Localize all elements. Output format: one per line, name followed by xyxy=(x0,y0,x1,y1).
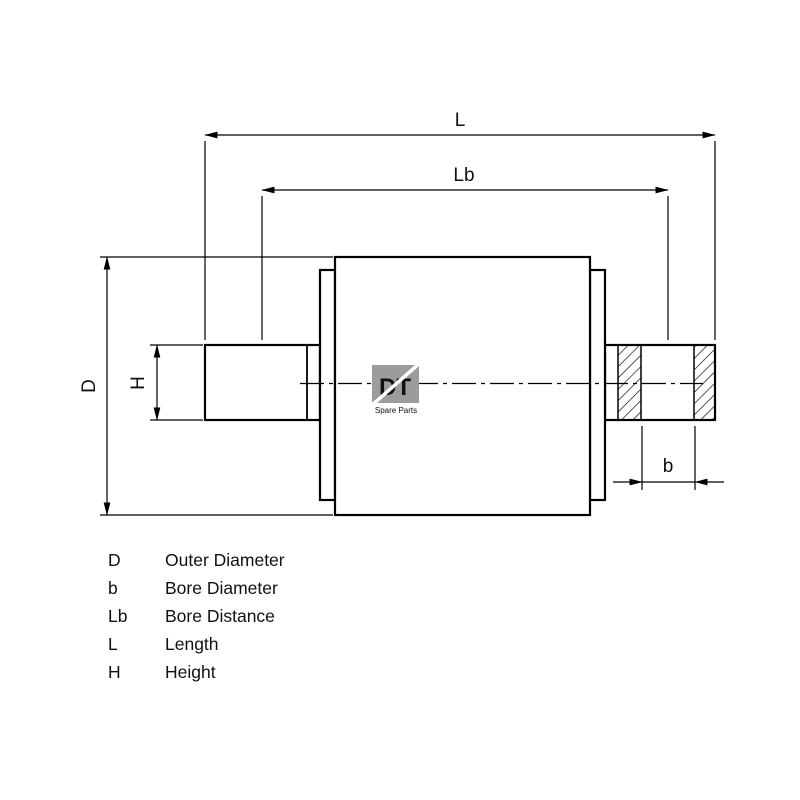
dimension-L xyxy=(204,131,716,340)
legend-label: Bore Diameter xyxy=(165,578,278,598)
dimension-label-L: L xyxy=(455,110,466,131)
dimension-label-Lb: Lb xyxy=(453,165,474,186)
legend-symbol: H xyxy=(108,662,121,682)
dimension-label-H: H xyxy=(128,376,149,390)
dimension-D xyxy=(100,256,333,516)
legend-label: Bore Distance xyxy=(165,606,275,626)
legend-label: Length xyxy=(165,634,219,654)
left-flange xyxy=(318,268,337,502)
dimension-Lb xyxy=(261,186,669,340)
legend-row-b: b Bore Diameter xyxy=(108,574,285,602)
legend-symbol: b xyxy=(108,578,118,598)
dimension-H xyxy=(150,344,203,421)
legend-symbol: Lb xyxy=(108,606,128,626)
legend: D Outer Diameter b Bore Diameter Lb Bore… xyxy=(108,546,285,686)
dt-logo-subtext: Spare Parts xyxy=(375,406,417,415)
legend-label: Height xyxy=(165,662,216,682)
dimension-label-b: b xyxy=(663,456,674,477)
dt-logo: DT Spare Parts xyxy=(369,360,423,415)
legend-row-L: L Length xyxy=(108,630,285,658)
right-flange xyxy=(588,268,607,502)
hatch-region-left xyxy=(617,344,642,421)
legend-row-Lb: Lb Bore Distance xyxy=(108,602,285,630)
dt-logo-slash xyxy=(369,360,423,408)
legend-symbol: L xyxy=(108,634,118,654)
left-tube xyxy=(203,343,322,422)
dimension-label-D: D xyxy=(79,379,100,393)
hatch-region-right xyxy=(693,344,716,421)
legend-symbol: D xyxy=(108,550,121,570)
part-outline xyxy=(203,255,717,517)
legend-row-H: H Height xyxy=(108,658,285,686)
legend-label: Outer Diameter xyxy=(165,550,285,570)
dimension-b xyxy=(613,426,724,490)
legend-row-D: D Outer Diameter xyxy=(108,546,285,574)
